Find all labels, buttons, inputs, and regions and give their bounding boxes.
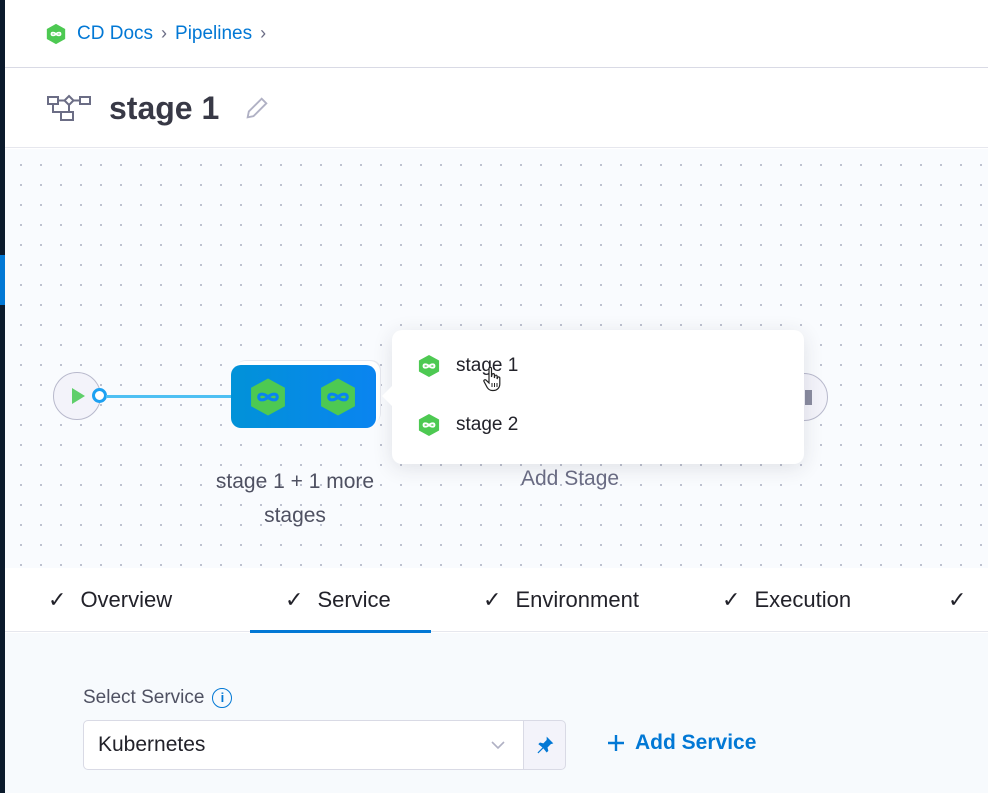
plus-icon — [608, 735, 624, 751]
tab-service[interactable]: ✓ Service — [250, 568, 431, 633]
info-icon[interactable]: i — [212, 688, 233, 708]
stage-tabs: ✓ Overview ✓ Service ✓ Environment ✓ Executi… — [5, 568, 988, 633]
popover-item-label: stage 1 — [456, 355, 519, 376]
stage-group-label: stage 1 + 1 more stages — [215, 470, 375, 527]
tab-overview[interactable]: ✓ Overview — [48, 568, 172, 632]
tab-label: Overview — [80, 587, 173, 612]
cd-module-icon — [46, 23, 66, 44]
label-text: Select Service — [83, 687, 205, 708]
breadcrumb-cd-docs[interactable]: CD Docs — [77, 22, 154, 44]
stage-group-node[interactable] — [231, 365, 376, 428]
tab-environment[interactable]: ✓ Environment — [483, 568, 639, 632]
stage-group-popover: stage 1 stage 2 — [382, 330, 804, 464]
edit-pencil-icon[interactable] — [243, 94, 271, 122]
service-select-value: Kubernetes — [98, 733, 206, 756]
tab-label: Execution — [754, 587, 852, 612]
check-icon: ✓ — [48, 587, 67, 612]
pipeline-canvas[interactable]: stage 1 + 1 more stages Add Stage stage … — [5, 149, 988, 568]
deploy-stage-icon — [418, 355, 440, 377]
pipeline-stage-icon — [47, 94, 91, 121]
check-icon: ✓ — [948, 587, 967, 612]
popover-item-label: stage 2 — [456, 414, 519, 435]
popover-item-stage-1[interactable]: stage 1 — [418, 354, 518, 378]
stage-header: stage 1 — [5, 69, 988, 148]
page-title: stage 1 — [109, 89, 220, 126]
connector-line — [106, 395, 232, 398]
left-nav-strip — [0, 0, 5, 793]
deploy-stage-icon — [418, 414, 440, 436]
tab-label: Environment — [515, 587, 639, 612]
add-stage-label[interactable]: Add Stage — [521, 467, 620, 490]
tab-advanced-clipped[interactable]: ✓ — [948, 568, 980, 632]
chevron-right-icon: › — [260, 23, 267, 43]
popover-item-stage-2[interactable]: stage 2 — [418, 413, 518, 437]
check-icon: ✓ — [285, 587, 304, 612]
left-nav-active-indicator — [0, 255, 5, 305]
tab-execution[interactable]: ✓ Execution — [722, 568, 851, 632]
tab-label: Service — [317, 587, 391, 612]
deploy-stage-icon — [251, 378, 285, 416]
add-service-label: Add Service — [635, 731, 757, 754]
check-icon: ✓ — [722, 587, 741, 612]
check-icon: ✓ — [483, 587, 502, 612]
chevron-right-icon: › — [161, 23, 168, 43]
add-service-button[interactable]: Add Service — [607, 731, 756, 755]
pin-button[interactable] — [523, 720, 566, 770]
service-select[interactable]: Kubernetes — [83, 720, 524, 770]
chevron-down-icon — [491, 741, 505, 750]
start-port — [92, 388, 107, 403]
service-form: Select Service i Kubernetes Add Service — [5, 633, 988, 793]
deploy-stage-icon — [321, 378, 355, 416]
breadcrumb: CD Docs › Pipelines › — [5, 0, 988, 68]
select-service-label: Select Service i — [83, 687, 233, 709]
pin-icon — [537, 736, 553, 754]
breadcrumb-pipelines[interactable]: Pipelines — [175, 22, 253, 44]
